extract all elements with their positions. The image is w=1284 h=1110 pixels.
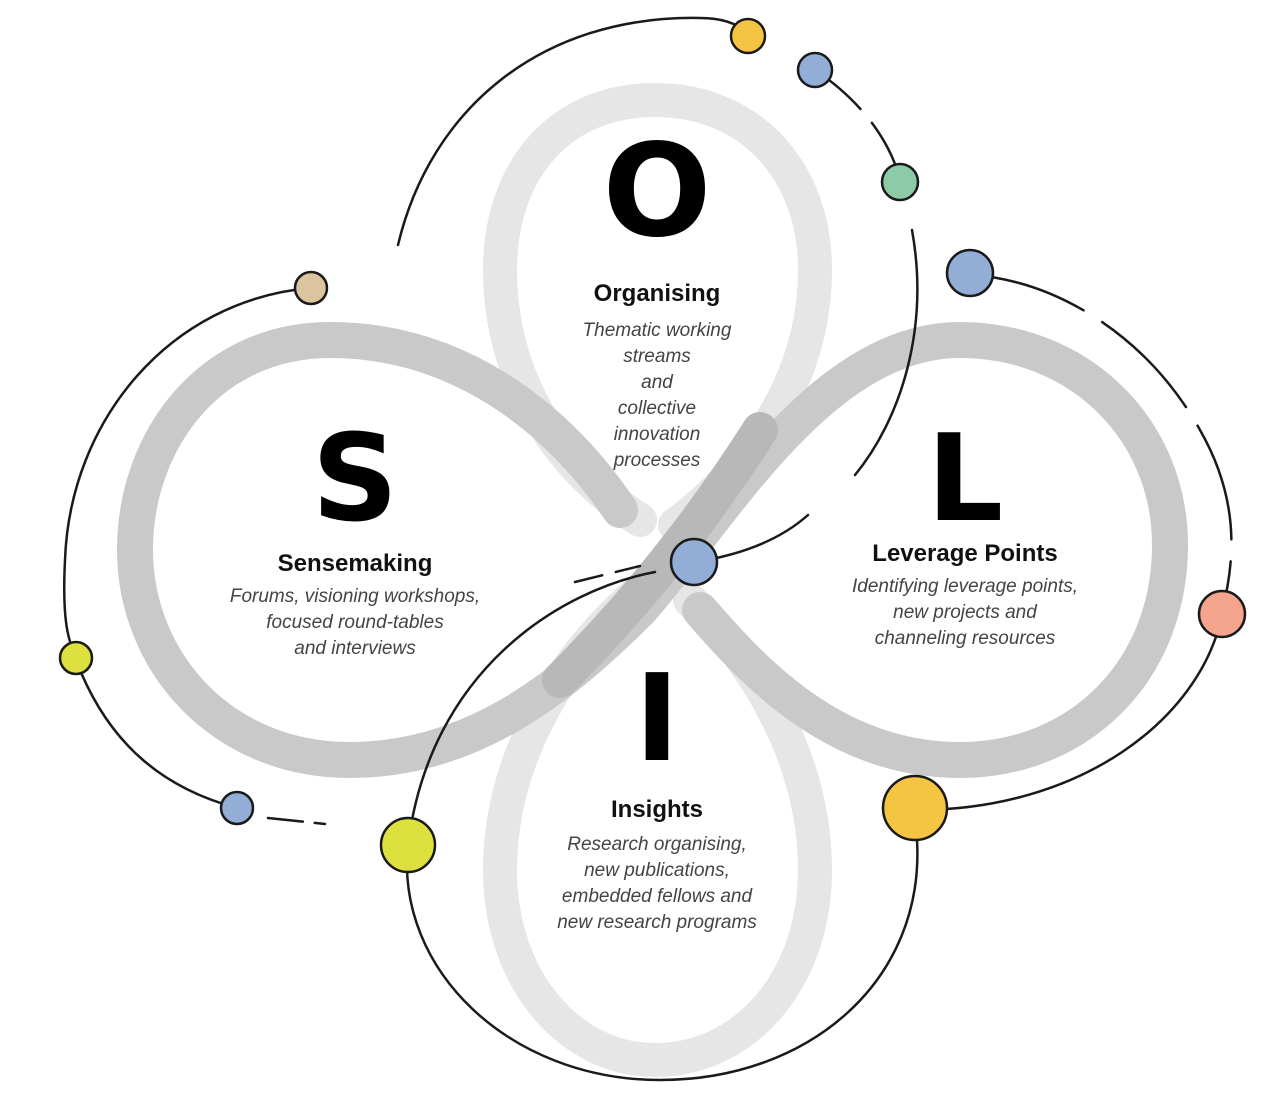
yellow-dot-large [881, 774, 949, 842]
organising-title: Organising [593, 280, 721, 307]
letter-i: I [634, 650, 680, 789]
top-right-orbit-dashed [813, 68, 902, 182]
green-dot [880, 162, 920, 202]
lime-dot-large [379, 816, 437, 874]
blue-dot-left [219, 790, 255, 826]
center-crossing-band [542, 412, 778, 698]
tan-dot [293, 270, 329, 306]
sensemaking-title: Sensemaking [277, 550, 433, 577]
orbit-lines [62, 16, 1233, 1082]
vertical-loop [482, 82, 833, 1078]
blue-dot-right [945, 248, 995, 298]
right-loop-band [622, 321, 1189, 779]
right-orbit [968, 273, 1233, 614]
quadrant-leverage-points: L Leverage Points Identifying leverage p… [820, 420, 1110, 652]
bottom-orbit-dash [573, 564, 642, 584]
quadrant-insights: I Insights Research organising, new publ… [527, 660, 787, 936]
sensemaking-description: Forums, visioning workshops, focused rou… [229, 586, 481, 659]
orbit-dots [58, 17, 1247, 874]
lime-dot-left [58, 640, 94, 676]
bottom-loop-band [482, 573, 833, 1078]
quadrant-organising: O Organising Thematic working streams an… [527, 128, 787, 474]
bottom-orbit [405, 570, 919, 1082]
left-orbit [62, 286, 313, 660]
left-bottom-dash [266, 816, 327, 826]
yellow-dot-top [729, 17, 767, 55]
left-loop-band [116, 321, 658, 779]
quadrant-sensemaking: S Sensemaking Forums, visioning workshop… [205, 420, 505, 662]
salmon-dot [1197, 589, 1247, 639]
center-blue-dot [669, 537, 719, 587]
letter-l: L [926, 410, 1004, 549]
organising-description: Thematic working streams and collective … [582, 320, 732, 471]
letter-s: S [311, 410, 399, 549]
right-lower-orbit [915, 613, 1224, 812]
leverage-points-title: Leverage Points [872, 540, 1058, 567]
horizontal-loop [116, 321, 1189, 779]
letter-o: O [602, 117, 712, 266]
left-lower-orbit [74, 658, 239, 810]
top-loop-band [482, 82, 833, 542]
right-inner-arc [853, 228, 919, 477]
blue-dot-top [796, 51, 834, 89]
insights-title: Insights [610, 796, 703, 823]
insights-description: Research organising, new publications, e… [557, 834, 757, 933]
leverage-points-description: Identifying leverage points, new project… [851, 576, 1079, 649]
top-orbit [396, 16, 748, 247]
